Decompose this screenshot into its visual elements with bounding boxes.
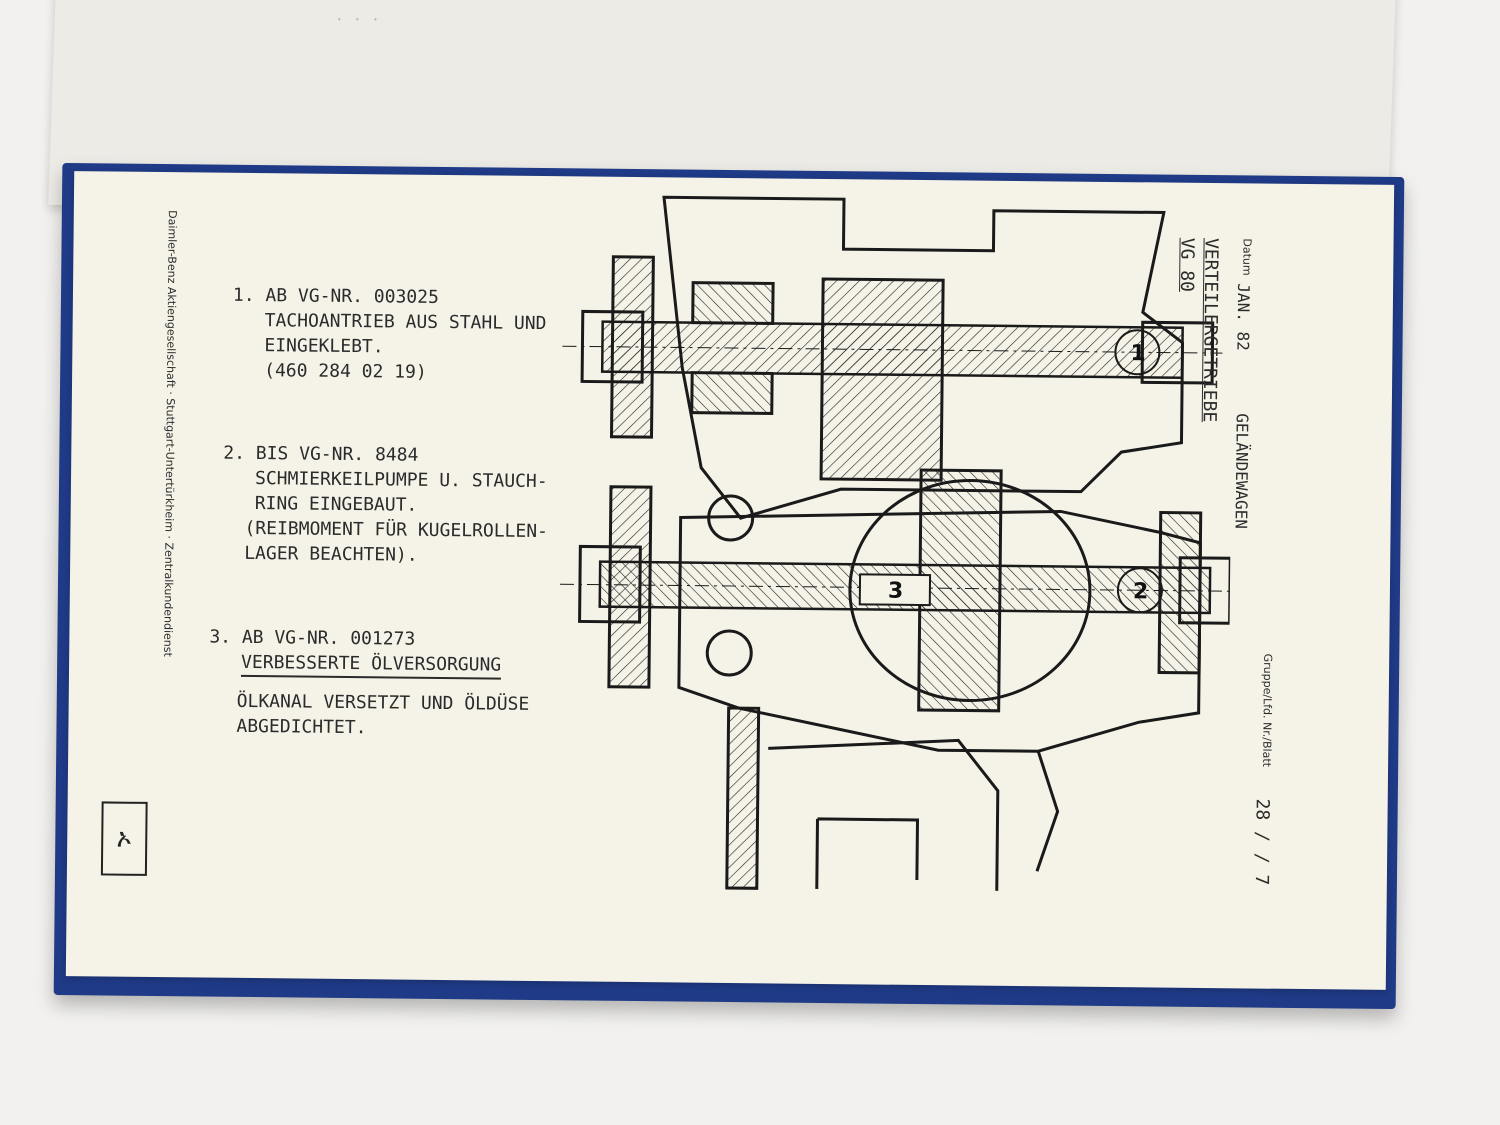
company-logo: ኦ: [100, 801, 148, 876]
header-datum-value: JAN. 82: [1233, 283, 1254, 351]
note-1-line: EINGEKLEBT.: [264, 335, 384, 358]
note-1-line: (460 284 02 19): [264, 360, 427, 383]
note-3: 3. AB VG-NR. 001273 VERBESSERTE ÖLVERSOR…: [208, 625, 530, 742]
ghost-text: · · ·: [334, 10, 381, 28]
callout-2: 2: [1133, 579, 1149, 604]
gearbox-cross-section-drawing: 1 3 2: [537, 186, 1234, 903]
header-group-value: 28 / / 7: [1250, 798, 1273, 886]
note-2-line: 2. BIS VG-NR. 8484: [223, 442, 419, 466]
callout-3: 3: [888, 579, 904, 604]
header-vehicle: GELÄNDEWAGEN: [1231, 413, 1252, 530]
note-1-line: TACHOANTRIEB AUS STAHL UND: [264, 310, 547, 335]
document-page: Daimler-Benz Aktiengesellschaft · Stuttg…: [65, 171, 1395, 990]
note-2-line: (REIBMOMENT FÜR KUGELROLLEN-: [244, 517, 549, 543]
note-2: 2. BIS VG-NR. 8484 SCHMIERKEILPUMPE U. S…: [222, 441, 549, 569]
note-3-line: ÖLKANAL VERSETZT UND ÖLDÜSE: [236, 690, 530, 715]
note-1-line: 1. AB VG-NR. 003025: [232, 284, 439, 308]
note-1: 1. AB VG-NR. 003025 TACHOANTRIEB AUS STA…: [232, 283, 547, 386]
note-3-heading: VERBESSERTE ÖLVERSORGUNG: [240, 649, 502, 680]
header-datum-label: Datum: [1240, 238, 1254, 276]
header-group-label: Gruppe/Lfd. Nr./Blatt: [1260, 653, 1275, 768]
note-2-line: LAGER BEACHTEN).: [244, 542, 418, 566]
note-3-line: 3. AB VG-NR. 001273: [209, 626, 416, 650]
note-3-line: ABGEDICHTET.: [236, 715, 367, 739]
header-title: VERTEILERGETRIEBE: [1198, 237, 1222, 423]
header-model: VG 80: [1176, 237, 1198, 293]
footer-company: Daimler-Benz Aktiengesellschaft · Stuttg…: [161, 210, 179, 657]
note-2-line: SCHMIERKEILPUMPE U. STAUCH-: [254, 468, 548, 493]
note-2-line: RING EINGEBAUT.: [254, 493, 418, 516]
callout-1: 1: [1130, 341, 1146, 366]
